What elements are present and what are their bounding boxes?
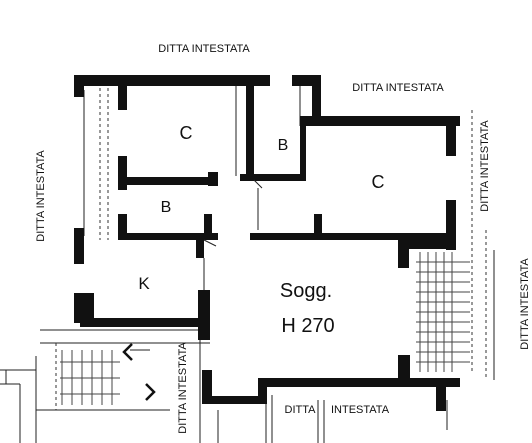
room-label-bagno-2: B [161, 199, 172, 216]
room-height-label: H 270 [281, 315, 334, 337]
neighbor-label-bottom-a: DITTA [285, 404, 317, 416]
neighbor-label-bottom-left: DITTA INTESTATA [177, 342, 189, 434]
doors [203, 179, 263, 290]
neighbor-label-left: DITTA INTESTATA [35, 150, 47, 242]
neighbor-label-right-edge: DITTA INTESTATA [519, 258, 531, 350]
stair-arrows [122, 343, 156, 401]
walls [74, 75, 460, 411]
construction-lines [0, 82, 495, 443]
room-label-cucina: K [138, 274, 150, 293]
neighbor-label-top: DITTA INTESTATA [158, 43, 250, 55]
hatch-right [416, 252, 470, 372]
room-label-camera-1: C [180, 123, 193, 143]
neighbor-label-bottom-b: INTESTATA [331, 404, 390, 416]
neighbor-label-right-inner: DITTA INTESTATA [479, 120, 491, 212]
neighbor-label-top-right: DITTA INTESTATA [352, 82, 444, 94]
room-label-camera-2: C [372, 172, 385, 192]
room-label-soggiorno: Sogg. [280, 280, 332, 302]
room-label-bagno-1: B [278, 137, 289, 154]
hatch-bottom-left [60, 350, 120, 405]
